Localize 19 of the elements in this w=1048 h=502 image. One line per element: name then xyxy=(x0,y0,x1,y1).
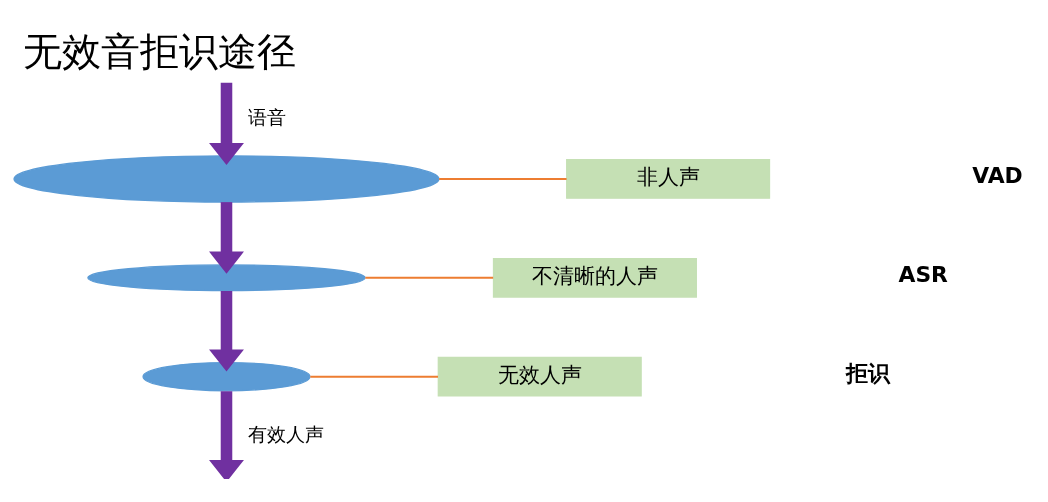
node-box: 不清晰的人声 xyxy=(492,257,697,298)
arrow xyxy=(209,201,244,274)
label: ASR xyxy=(898,261,948,287)
connector xyxy=(309,375,439,378)
edge-label: 语音 xyxy=(248,105,287,129)
diagram-title: 无效音拒识途径 xyxy=(23,28,297,74)
node-box: 非人声 xyxy=(566,158,771,199)
node-ellipse xyxy=(142,361,311,391)
connector xyxy=(364,276,495,279)
label: VAD xyxy=(972,162,1023,188)
node-ellipse xyxy=(87,263,366,291)
connector xyxy=(438,177,568,180)
edge-label: 有效人声 xyxy=(248,422,325,446)
arrow xyxy=(209,290,244,372)
label: 拒识 xyxy=(845,360,890,386)
arrow xyxy=(209,390,244,479)
node-ellipse xyxy=(13,154,440,203)
arrow xyxy=(209,82,244,165)
node-box: 无效人声 xyxy=(437,356,642,397)
